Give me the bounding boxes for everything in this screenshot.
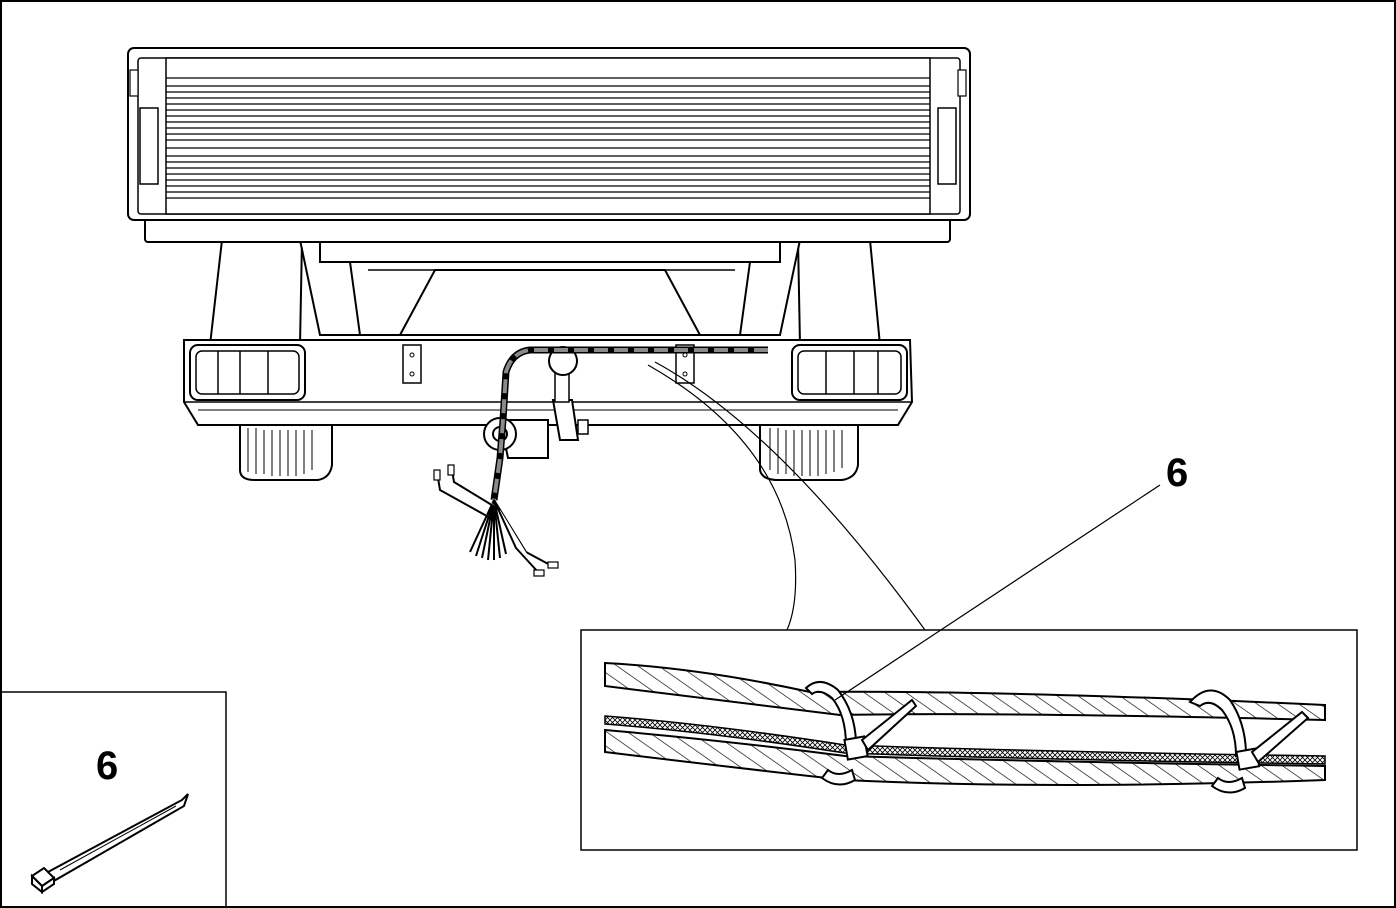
left-reflector [139, 107, 159, 185]
truck-rear-view [127, 47, 971, 577]
harness-bundle-detail [580, 629, 1358, 851]
cable-tie-detail-1 [804, 681, 918, 786]
legend-part-number: 6 [96, 744, 118, 788]
cable-tie-icon [30, 793, 189, 895]
right-tail-light [791, 344, 908, 401]
detail-leader [647, 361, 926, 631]
right-wheel [759, 419, 859, 481]
tow-hitch [483, 346, 589, 459]
left-tail-light [189, 344, 306, 401]
part-legend: 6 [0, 691, 227, 908]
cable-tie-detail-2 [1188, 689, 1310, 794]
left-wheel [239, 419, 333, 481]
callout-6-label: 6 [1166, 451, 1188, 495]
callout-6: 6 [834, 451, 1188, 701]
wire-fan [433, 464, 559, 577]
tailgate-ribs [166, 77, 930, 199]
right-reflector [937, 107, 957, 185]
